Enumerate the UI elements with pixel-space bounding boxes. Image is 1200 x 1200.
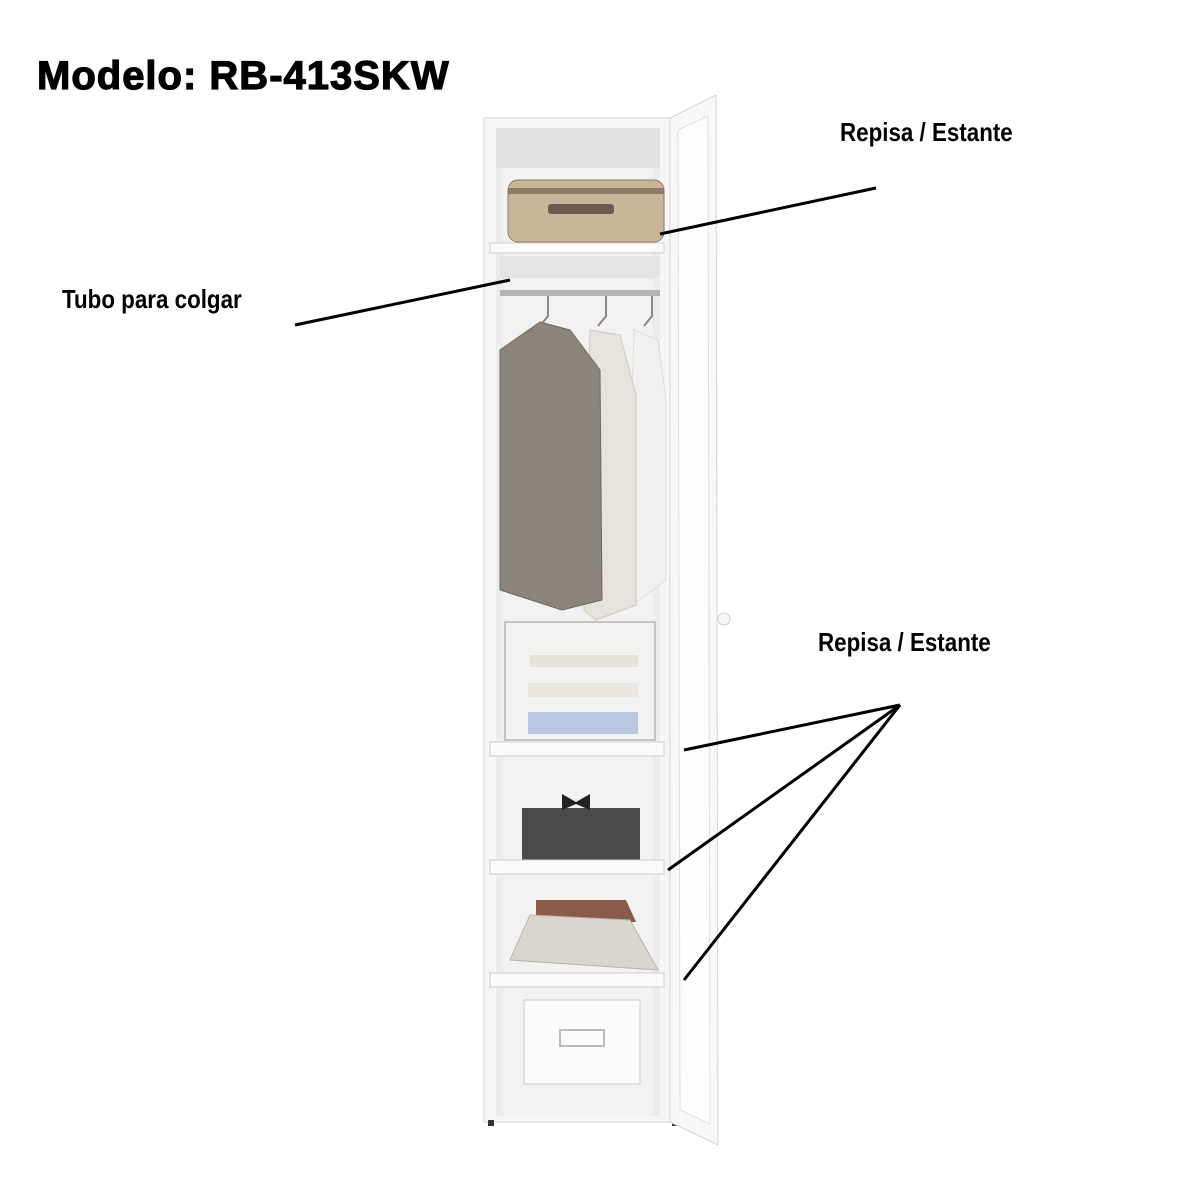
leader-shelf-3 xyxy=(682,704,902,981)
shelf-1 xyxy=(489,741,665,757)
leader-lines xyxy=(294,186,902,981)
model-title: Modelo: RB-413SKW xyxy=(36,53,450,98)
scarves-and-belt xyxy=(509,900,659,971)
storage-box xyxy=(523,999,641,1085)
rod-bracket xyxy=(500,256,660,278)
leader-shelf-1 xyxy=(683,703,901,752)
leader-top-shelf xyxy=(659,186,877,236)
door-knob xyxy=(717,612,731,626)
label-hanging-rod: Tubo para colgar xyxy=(62,284,242,314)
leader-shelf-2 xyxy=(667,703,901,872)
hat-box xyxy=(507,179,665,243)
label-top-shelf: Repisa / Estante xyxy=(840,117,1013,147)
wire-basket xyxy=(504,621,656,741)
label-lower-shelves: Repisa / Estante xyxy=(818,627,991,657)
shelf-2 xyxy=(489,859,665,875)
top-shelf xyxy=(489,242,665,254)
shelf-3 xyxy=(489,972,665,988)
open-door[interactable] xyxy=(669,94,719,1146)
leader-hanging-rod xyxy=(294,278,511,327)
folded-sweaters xyxy=(522,794,640,864)
hanging-clothes xyxy=(499,296,667,621)
hanging-rod xyxy=(500,290,660,296)
